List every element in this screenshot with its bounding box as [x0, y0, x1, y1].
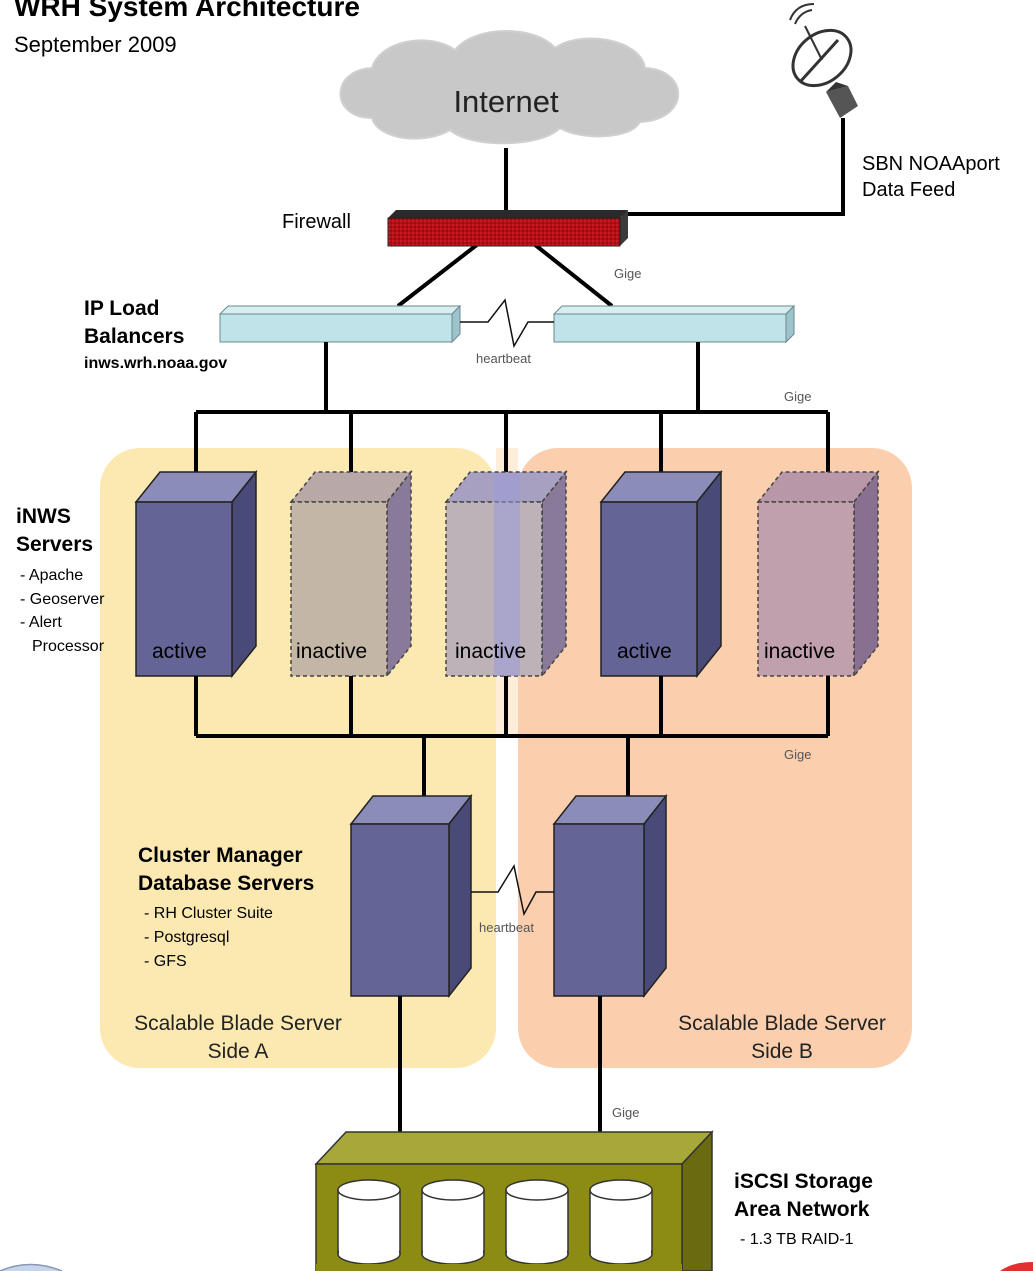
- load-balancer-right: [552, 304, 796, 344]
- internet-cloud: [339, 30, 680, 145]
- inws-server-3: [444, 469, 568, 679]
- inws-server-5: [756, 469, 880, 679]
- noaa-logo-icon: [0, 1263, 63, 1271]
- inws-server-3-status: inactive: [455, 640, 526, 663]
- side-b-label-line1: Scalable Blade Server: [678, 1012, 886, 1035]
- db-server-b: [552, 793, 668, 999]
- satellite-label-line1: SBN NOAAport: [862, 153, 1000, 175]
- inws-server-1: [134, 469, 258, 679]
- satellite-label-line2: Data Feed: [862, 179, 955, 201]
- inws-bullet-3: - Alert: [20, 614, 62, 631]
- inws-server-2-status: inactive: [296, 640, 367, 663]
- firewall-lb-right-link: [532, 242, 614, 308]
- storage-detail: - 1.3 TB RAID-1: [740, 1231, 854, 1248]
- inws-title-line2: Servers: [16, 533, 93, 556]
- gige-balancers-label: Gige: [784, 389, 811, 404]
- db-heartbeat-label: heartbeat: [479, 920, 534, 935]
- lb-heartbeat-label: heartbeat: [476, 351, 531, 366]
- disk-icon-1: [337, 1179, 401, 1265]
- lb-host-label: inws.wrh.noaa.gov: [84, 355, 227, 372]
- inws-title-line1: iNWS: [16, 505, 71, 528]
- inws-bullet-2: - Geoserver: [20, 591, 105, 608]
- cluster-title-line2: Database Servers: [138, 872, 314, 895]
- lb-heartbeat-link: [460, 298, 554, 349]
- firewall-device: [387, 210, 628, 247]
- side-b-label-line2: Side B: [751, 1040, 813, 1063]
- cluster-bullet-2: - Postgresql: [144, 929, 229, 946]
- gige-storage-label: Gige: [612, 1105, 639, 1120]
- inws-bullet-1: - Apache: [20, 567, 83, 584]
- firewall-label: Firewall: [282, 211, 351, 233]
- cluster-bullet-3: - GFS: [144, 953, 187, 970]
- db-heartbeat-link: [471, 864, 554, 917]
- satellite-firewall-link: [622, 118, 845, 216]
- disk-icon-3: [505, 1179, 569, 1265]
- storage-base: [316, 1264, 682, 1271]
- disk-icon-2: [421, 1179, 485, 1265]
- storage-title-line1: iSCSI Storage: [734, 1170, 873, 1193]
- satellite-dish-icon: [780, 3, 880, 126]
- side-a-label-line1: Scalable Blade Server: [134, 1012, 342, 1035]
- inws-server-4-status: active: [617, 640, 672, 663]
- page-subtitle: September 2009: [14, 32, 177, 57]
- db-server-a: [349, 793, 473, 999]
- page-title: WRH System Architecture: [14, 0, 360, 22]
- inws-bullet-4: Processor: [32, 638, 105, 655]
- cluster-title-line1: Cluster Manager: [138, 844, 303, 867]
- lb-title-line2: Balancers: [84, 325, 184, 348]
- inws-server-5-status: inactive: [764, 640, 835, 663]
- inws-server-2: [289, 469, 413, 679]
- disk-icon-4: [589, 1179, 653, 1265]
- lb-title-line1: IP Load: [84, 297, 159, 320]
- inws-server-4: [599, 469, 723, 679]
- inws-server-1-status: active: [152, 640, 207, 663]
- storage-title-line2: Area Network: [734, 1198, 870, 1221]
- internet-label: Internet: [453, 84, 559, 119]
- gige-servers-label: Gige: [784, 747, 811, 762]
- load-balancer-left: [218, 304, 462, 344]
- gige-firewall-label: Gige: [614, 266, 641, 281]
- firewall-lb-left-link: [396, 242, 480, 308]
- nws-logo-icon: [1000, 1262, 1033, 1271]
- side-a-label-line2: Side A: [208, 1040, 269, 1063]
- cluster-bullet-1: - RH Cluster Suite: [144, 905, 273, 922]
